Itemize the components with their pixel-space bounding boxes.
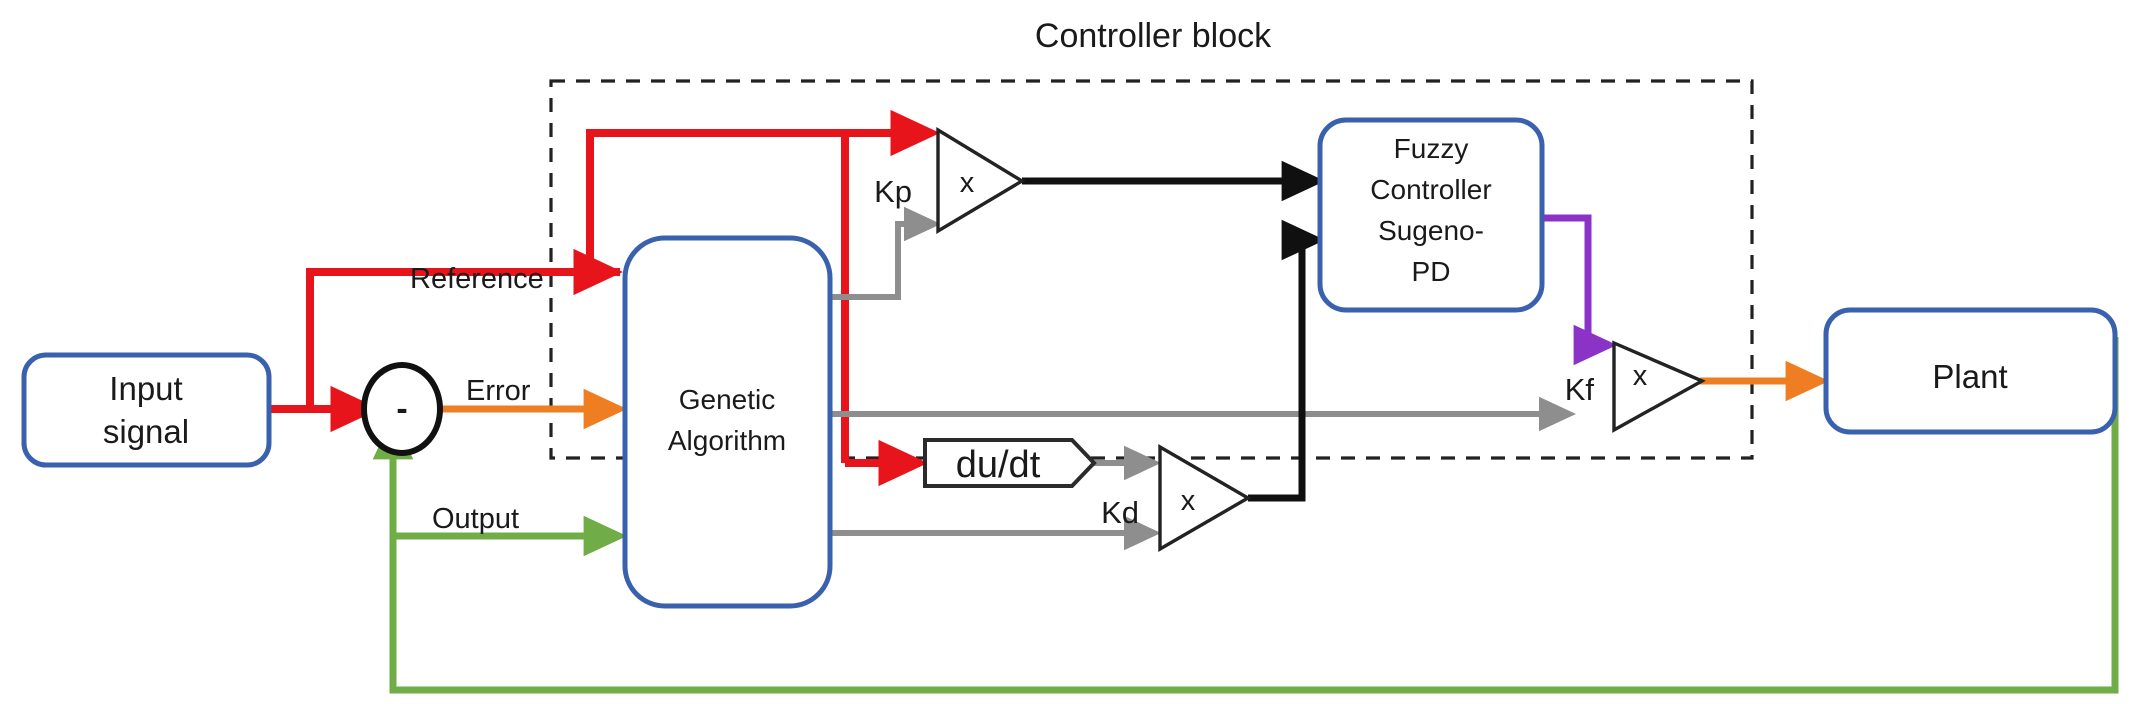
kf-multiplier-block[interactable] — [1612, 340, 1706, 433]
wire-reference-to-kp-rail — [586, 129, 930, 272]
error-signal-label: Error — [466, 375, 531, 407]
kf-multiplier-operator: x — [1633, 360, 1648, 392]
input-signal-label-line1: Input — [109, 370, 182, 407]
kd-gain-label: Kd — [1101, 495, 1139, 530]
summing-junction[interactable] — [361, 362, 443, 456]
fuzzy-controller-label-line1: Fuzzy — [1394, 133, 1469, 164]
kd-multiplier-operator: x — [1181, 485, 1196, 517]
summing-junction-sign: - — [396, 390, 407, 428]
wire-fuzzy-to-kf — [1542, 214, 1618, 366]
kp-gain-label: Kp — [874, 174, 912, 209]
fuzzy-controller-block[interactable] — [1317, 117, 1545, 313]
derivative-label: du/dt — [956, 444, 1041, 486]
genetic-algorithm-label-line2: Algorithm — [668, 425, 786, 456]
wire-kd-to-fuzzy-in2 — [1248, 219, 1326, 502]
kp-multiplier-block[interactable] — [936, 126, 1026, 234]
controller-block-title: Controller block — [1035, 17, 1272, 55]
genetic-algorithm-label-line1: Genetic — [679, 384, 776, 415]
fuzzy-controller-label-line3: Sugeno- — [1378, 215, 1484, 246]
reference-signal-label: Reference — [410, 263, 544, 295]
plant-label: Plant — [1932, 358, 2007, 395]
fuzzy-controller-label-line4: PD — [1412, 256, 1451, 287]
plant-block[interactable] — [1823, 307, 2118, 435]
kd-multiplier-block[interactable] — [1158, 444, 1252, 552]
wire-ga-kp-gain — [828, 206, 942, 300]
fuzzy-controller-label-line2: Controller — [1370, 174, 1491, 205]
input-signal-label-line2: signal — [103, 413, 189, 450]
output-signal-label: Output — [432, 503, 519, 535]
derivative-block[interactable] — [923, 438, 1097, 488]
kf-gain-label: Kf — [1565, 372, 1595, 407]
input-signal-block[interactable] — [21, 352, 272, 468]
genetic-algorithm-block[interactable] — [622, 235, 833, 609]
kp-multiplier-operator: x — [960, 167, 975, 199]
